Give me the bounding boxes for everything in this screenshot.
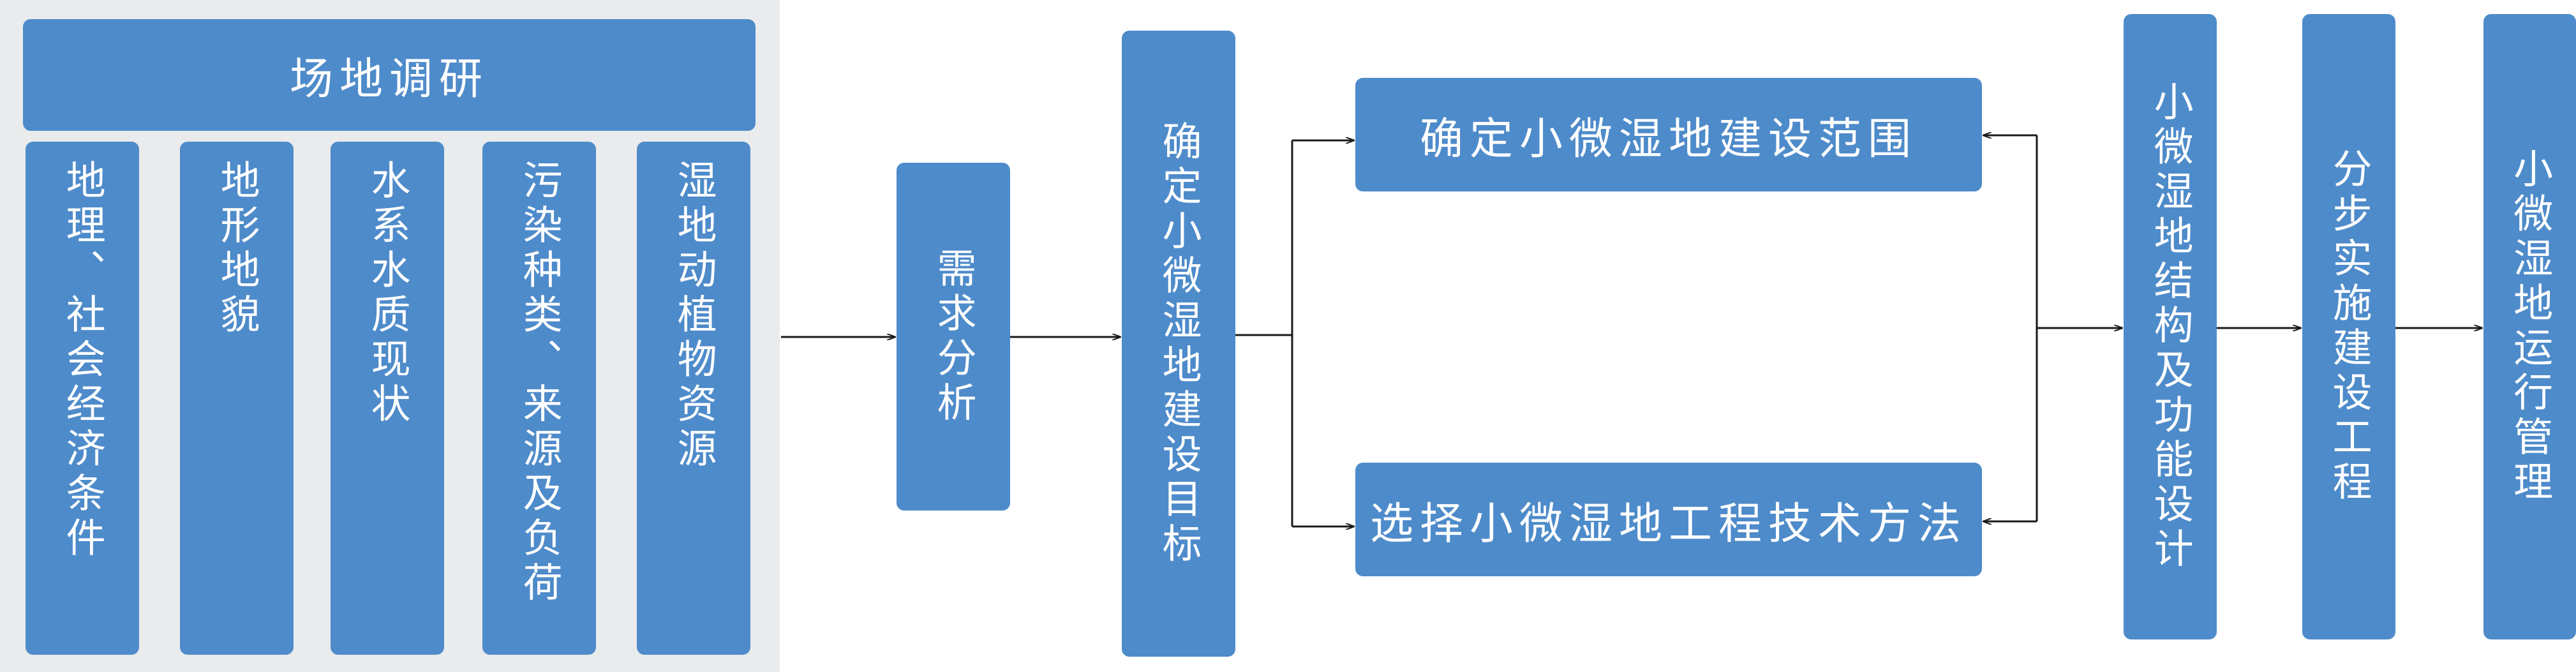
factor-geography-label: 地理、社会经济条件 [59, 160, 106, 562]
factor-biota-label: 湿地动植物资源 [670, 160, 717, 472]
factor-water-box: 水系水质现状 [331, 142, 444, 655]
factor-terrain-box: 地形地貌 [180, 142, 294, 655]
factor-pollution-label: 污染种类、来源及负荷 [516, 160, 563, 606]
factor-biota-box: 湿地动植物资源 [637, 142, 750, 655]
build-stepwise-label: 分步实施建设工程 [2325, 148, 2372, 505]
engineering-method-label: 选择小微湿地工程技术方法 [1369, 498, 1967, 549]
construction-scope-label: 确定小微湿地建设范围 [1419, 114, 1917, 165]
demand-analysis-label: 需求分析 [930, 247, 977, 426]
factor-geography-box: 地理、社会经济条件 [26, 142, 139, 655]
demand-analysis-box: 需求分析 [897, 163, 1010, 511]
construction-goal-label: 确定小微湿地建设目标 [1155, 120, 1202, 567]
build-stepwise-box: 分步实施建设工程 [2302, 14, 2395, 639]
site-survey-label: 场地调研 [289, 54, 489, 105]
factor-water-label: 水系水质现状 [364, 160, 411, 428]
construction-goal-box: 确定小微湿地建设目标 [1122, 31, 1235, 657]
structure-design-box: 小微湿地结构及功能设计 [2124, 14, 2217, 639]
site-survey-box: 场地调研 [23, 19, 756, 131]
construction-scope-box: 确定小微湿地建设范围 [1355, 78, 1982, 191]
factor-pollution-box: 污染种类、来源及负荷 [482, 142, 596, 655]
factor-terrain-label: 地形地貌 [213, 160, 260, 338]
engineering-method-box: 选择小微湿地工程技术方法 [1355, 463, 1982, 576]
structure-design-label: 小微湿地结构及功能设计 [2147, 81, 2194, 572]
operation-management-label: 小微湿地运行管理 [2506, 148, 2554, 505]
operation-management-box: 小微湿地运行管理 [2483, 14, 2576, 639]
